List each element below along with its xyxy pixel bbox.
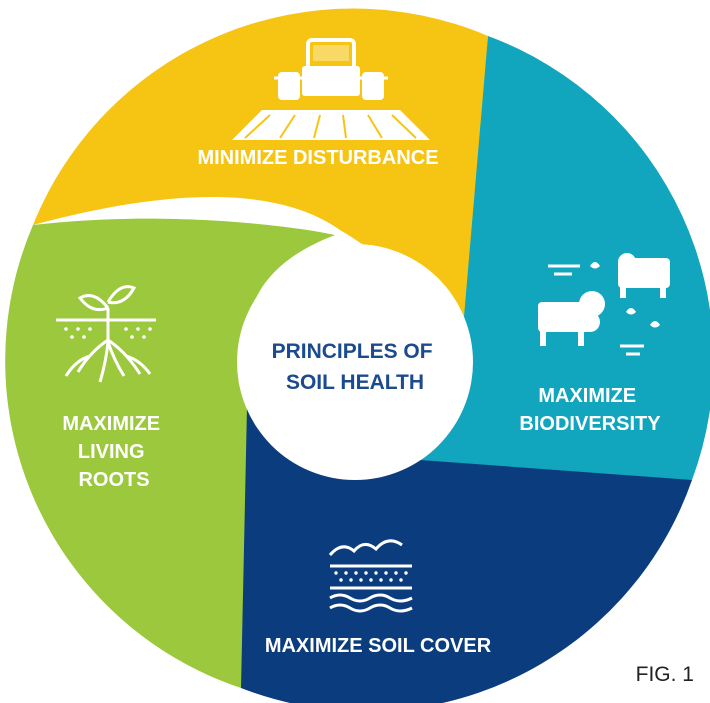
center-title-line-2: SOIL HEALTH	[286, 371, 424, 394]
tractor-tilling-icon	[232, 38, 430, 140]
figure-label: FIG. 1	[635, 663, 694, 686]
svg-text:MINIMIZE DISTURBANCE: MINIMIZE DISTURBANCE	[197, 147, 438, 169]
center-circle	[237, 244, 473, 480]
seedling-roots-icon	[56, 285, 156, 383]
svg-text:MAXIMIZE SOIL COVER: MAXIMIZE SOIL COVER	[265, 635, 492, 657]
segment-maximize-living-roots	[5, 218, 335, 689]
soil-layers-icon	[328, 539, 413, 613]
label-maximize-living-roots-line-1: MAXIMIZE	[62, 413, 160, 435]
label-maximize-living-roots-line-2: LIVING	[78, 441, 145, 463]
segment-minimize-disturbance	[33, 8, 488, 390]
label-maximize-biodiversity-line-2: BIODIVERSITY	[519, 413, 661, 435]
svg-text:PRINCIPLES OF SOIL HEALTH: PRINCIPLES OF SOIL HEALTH	[272, 340, 439, 394]
label-maximize-soil-cover: MAXIMIZE SOIL COVER	[265, 635, 492, 657]
livestock-plants-icon	[538, 253, 670, 356]
label-maximize-living-roots-line-3: ROOTS	[78, 469, 149, 491]
segment-maximize-biodiversity	[340, 36, 710, 488]
svg-text:MAXIMIZE LIVING ROOTS: MAXIMIZE LIVING ROOTS	[62, 413, 165, 491]
label-minimize-disturbance: MINIMIZE DISTURBANCE	[197, 147, 438, 169]
center-title-line-1: PRINCIPLES OF	[272, 340, 433, 363]
svg-text:MAXIMIZE BIODIVERSITY: MAXIMIZE BIODIVERSITY	[519, 385, 661, 435]
label-maximize-biodiversity-line-1: MAXIMIZE	[538, 385, 636, 407]
